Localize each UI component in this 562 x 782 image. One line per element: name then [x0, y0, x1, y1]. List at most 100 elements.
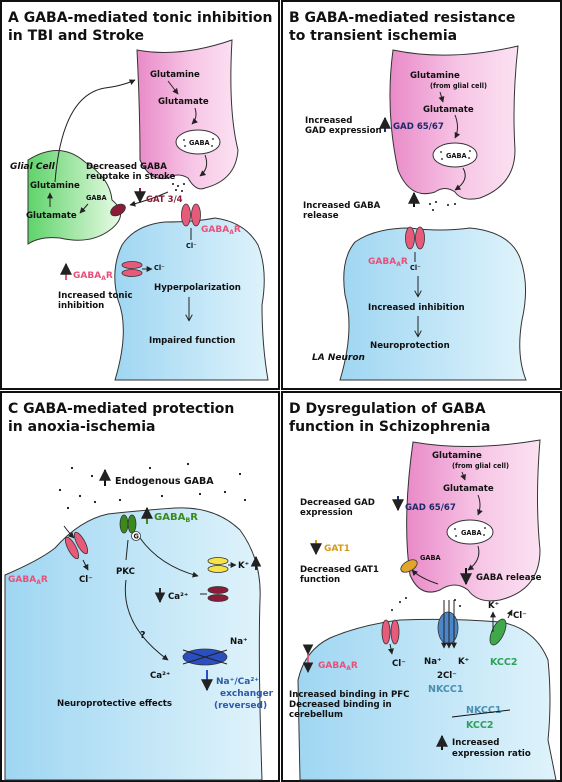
k-channel-bottom: [207, 565, 229, 573]
binding-line3: cerebellum: [289, 710, 343, 720]
gabaa-receptor-right-d: [390, 619, 400, 645]
released-gaba-dots-d: [391, 597, 461, 611]
kcc2-label: KCC2: [490, 657, 518, 668]
gat1-gaba-label: GABA: [420, 554, 442, 562]
neuroprotection-label-b: Neuroprotection: [370, 341, 450, 351]
panel-b-title-line2: to transient ischemia: [289, 28, 457, 44]
ratio-denominator: KCC2: [466, 720, 494, 731]
na-plus-label-d: Na⁺: [424, 657, 442, 667]
vesicle-release-arrow-b: [454, 167, 466, 191]
gad-increase-line2: GAD expression: [305, 126, 382, 136]
synaptic-gabaa-receptor-left-a: [181, 203, 191, 227]
g-protein-label: G: [134, 533, 139, 541]
ca-channel-bottom: [207, 594, 229, 602]
postsynaptic-neuron-b: [339, 227, 527, 381]
cl-label-b: Cl⁻: [410, 264, 421, 272]
glial-glutamate-label: Glutamate: [26, 211, 77, 221]
gabaa-receptor-left-b: [405, 226, 415, 250]
glutamine-to-glutamate-arrow-d: [460, 471, 466, 481]
k-plus-label-c: K⁺: [238, 561, 249, 571]
k-plus-label-d: K⁺: [458, 657, 469, 667]
presynaptic-terminal-b: [389, 45, 519, 200]
glutamate-label-d: Glutamate: [443, 484, 494, 494]
gaba-to-gabaa-arrow-c: [63, 525, 75, 539]
glutamate-to-gaba-arrow-a: [191, 107, 198, 125]
glutamine-to-glutamate-arrow-a: [167, 80, 179, 95]
vesicle-release-arrow-a: [199, 154, 208, 177]
exchanger-label-line1: Na⁺/Ca²⁺: [216, 677, 259, 687]
vesicle-release-arrow-d: [467, 545, 480, 571]
glutamate-label-a: Glutamate: [158, 97, 209, 107]
increased-release-line2: release: [303, 211, 339, 221]
gabaa-receptor-left-d: [381, 619, 391, 645]
released-gaba-dots-a: [172, 183, 185, 192]
glial-glutamine-label: Glutamine: [30, 181, 80, 191]
gat1-decrease-line1: Decreased GAT1: [300, 565, 379, 575]
gabab-to-kchannel-arrow: [139, 537, 199, 578]
pkc-to-exchanger-arrow: [124, 579, 169, 661]
neuroprotective-effects-label: Neuroprotective effects: [57, 699, 172, 709]
cl-label-c: Cl⁻: [79, 575, 93, 585]
increased-inhibition-label: Increased inhibition: [368, 303, 465, 313]
gabaa-r-label-c: GABAAR: [8, 575, 48, 586]
presynaptic-terminal-a: [136, 39, 239, 190]
synaptic-cl-label-a: Cl⁻: [186, 242, 197, 250]
gat1-reuptake-arrow: [411, 569, 439, 585]
glutamine-to-glutamate-arrow-b: [438, 91, 445, 103]
exchanger-label-line2: exchanger: [220, 689, 274, 699]
panel-a-title-line1: A GABA-mediated tonic inhibition: [8, 10, 272, 26]
gad-enzyme-label-d: GAD 65/67: [405, 503, 456, 513]
decreased-reuptake-line1: Decreased GABA: [86, 162, 167, 172]
binding-line1: Increased binding in PFC: [289, 690, 409, 700]
gabab-r-label: GABABR: [154, 512, 198, 524]
released-gaba-dots-b: [429, 201, 456, 211]
gad-decrease-line1: Decreased GAD: [300, 498, 375, 508]
ratio-numerator: NKCC1: [466, 705, 501, 716]
glutamine-label-a: Glutamine: [150, 70, 200, 80]
binding-line2: Decreased binding in: [289, 700, 392, 710]
cl-influx-arrow-c: [82, 559, 89, 571]
vesicle-dots-b: [440, 150, 471, 160]
gaba-vesicle-b: [432, 142, 478, 168]
glutamine-shuttle-arrow: [54, 79, 136, 183]
tonic-inhibition-line2: inhibition: [58, 301, 104, 311]
glial-gaba-label: GABA: [86, 194, 108, 202]
cl-influx-arrow-d: [387, 643, 394, 655]
glutamate-to-gaba-arrow-d: [477, 494, 483, 516]
gabaa-r-label-b: GABAAR: [368, 257, 408, 268]
kcc2-cl-arrow: [506, 609, 513, 619]
extrasynaptic-gabaa-receptor-bottom: [121, 269, 143, 277]
panel-c: C GABA-mediated protection in anoxia-isc…: [4, 401, 274, 781]
gat1-label: GAT1: [324, 544, 350, 554]
gabaa-receptor-left-c: [64, 536, 80, 560]
exchanger-line-2: [182, 649, 228, 665]
cl-top-label: Cl⁻: [513, 611, 527, 621]
synaptic-gabaa-r-label-a: GABAAR: [201, 225, 241, 236]
gabab-receptor-right: [127, 514, 137, 534]
panel-d-title-line2: function in Schizophrenia: [289, 419, 490, 435]
increased-release-line1: Increased GABA: [303, 201, 381, 211]
glutamine-label-d: Glutamine: [432, 451, 482, 461]
gaba-release-label-d: GABA release: [476, 573, 542, 583]
gaba-vesicle-label-a: GABA: [189, 139, 211, 147]
gad-increase-line1: Increased: [305, 116, 352, 126]
la-neuron-label: LA Neuron: [312, 353, 365, 363]
extrasynaptic-cl-label: Cl⁻: [154, 264, 165, 272]
glutamate-label-b: Glutamate: [423, 105, 474, 115]
gat1-decrease-line2: function: [300, 575, 340, 585]
gat1-transporter: [400, 559, 418, 573]
panel-c-title-line1: C GABA-mediated protection: [8, 401, 234, 417]
gaba-vesicle-label-b: GABA: [446, 152, 468, 160]
ratio-bar: [451, 709, 511, 718]
nkcc1-label: NKCC1: [428, 684, 463, 695]
panel-c-title-line2: in anoxia-ischemia: [8, 419, 156, 435]
vesicle-dots-d: [454, 527, 486, 537]
cl-label-d: Cl⁻: [392, 659, 406, 669]
glutamine-label-b: Glutamine: [410, 71, 460, 81]
glutamate-to-gaba-arrow-b: [454, 114, 461, 139]
impaired-function-label: Impaired function: [149, 336, 235, 346]
ratio-label-line2: expression ratio: [452, 749, 531, 759]
g-protein: [131, 531, 141, 541]
gat-label: GAT 3/4: [146, 195, 183, 205]
